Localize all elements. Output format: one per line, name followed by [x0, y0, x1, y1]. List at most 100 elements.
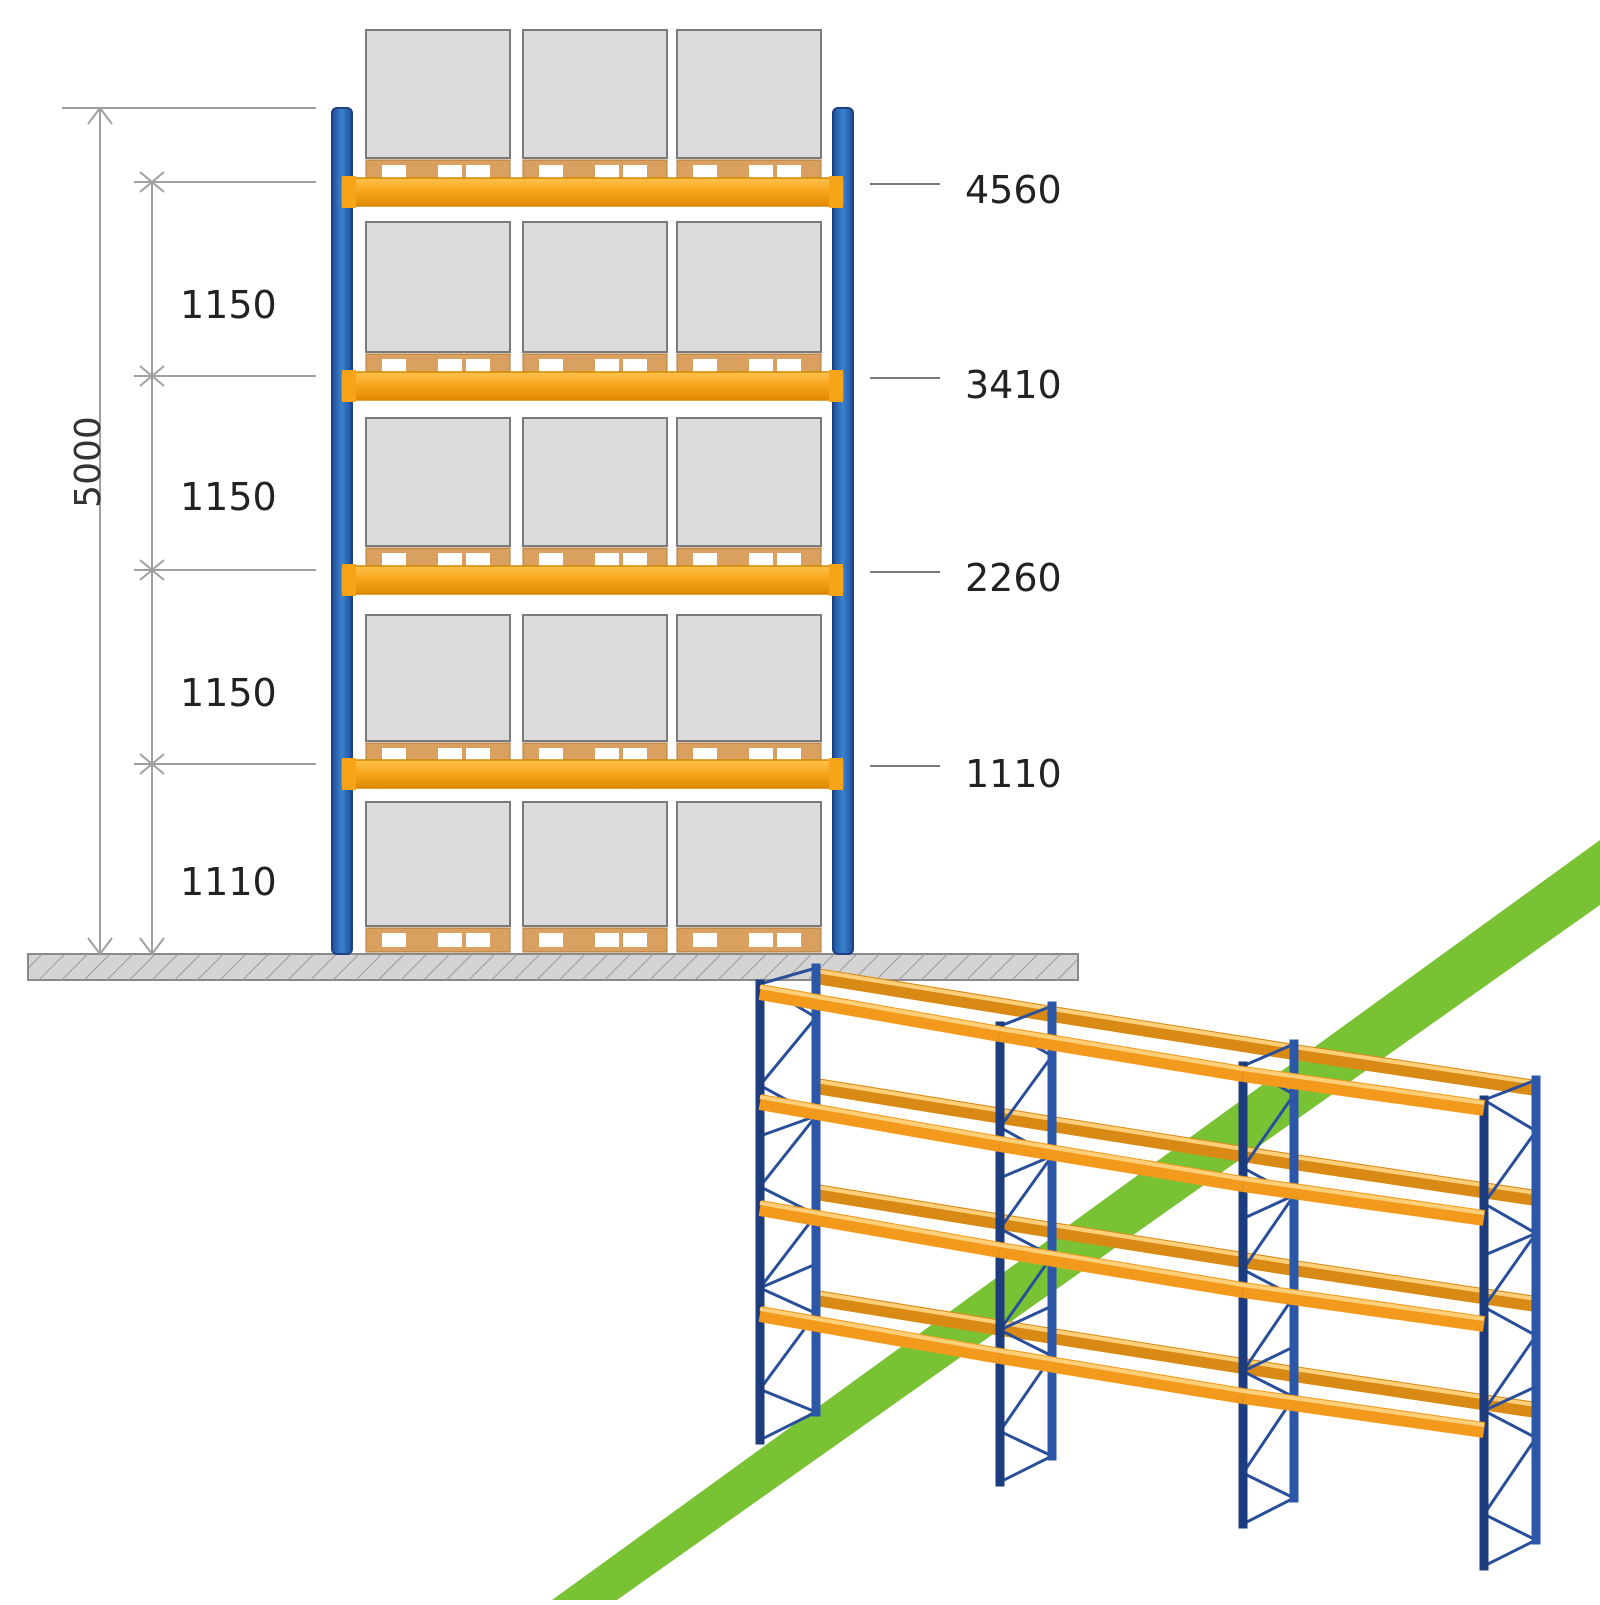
pallet-load — [676, 801, 822, 953]
rear-beam — [1050, 1006, 1296, 1060]
pallet-load — [676, 417, 822, 573]
load-box — [676, 801, 822, 927]
frame-bracing — [1481, 1098, 1539, 1542]
pallet-opening — [438, 165, 462, 179]
spacing-label-1: 1110 — [180, 860, 277, 904]
elevation-label-4560: 4560 — [965, 168, 1062, 212]
pallet-opening — [693, 359, 717, 373]
beam-highlight — [1293, 1367, 1537, 1407]
front-beam — [758, 984, 1002, 1042]
pallet-load — [676, 29, 822, 185]
pallet-opening — [438, 748, 462, 762]
frame-horizontal — [1483, 1078, 1537, 1102]
load-box — [365, 29, 511, 159]
pallet-opening — [595, 748, 619, 762]
frame-horizontal — [759, 1262, 817, 1290]
beam — [341, 177, 844, 207]
pallet-load — [365, 614, 511, 768]
pallet-opening — [749, 165, 773, 179]
pallet-opening — [382, 748, 406, 762]
frame-horizontal — [1242, 1193, 1295, 1221]
beam-highlight — [1242, 1177, 1485, 1215]
frame-horizontal — [1242, 1042, 1295, 1068]
beam-highlight — [815, 1079, 1053, 1121]
frame-horizontal — [999, 1304, 1053, 1332]
pallet-opening — [595, 553, 619, 567]
frame-horizontal — [1483, 1538, 1537, 1568]
beam-highlight — [815, 1185, 1053, 1227]
load-box — [522, 801, 668, 927]
frame-horizontal — [1242, 1496, 1295, 1526]
pallet-opening — [693, 748, 717, 762]
rear-beam — [814, 1184, 1054, 1238]
front-beam — [998, 1348, 1245, 1404]
tick-mark — [139, 365, 165, 387]
total-height-label: 5000 — [68, 416, 109, 508]
arrow-head — [87, 106, 113, 125]
pallet-opening — [466, 553, 490, 567]
beam-connector — [342, 758, 356, 790]
load-box — [522, 614, 668, 742]
frame-bracing — [997, 1024, 1055, 1458]
pallet-opening — [438, 553, 462, 567]
rear-beam — [814, 1078, 1054, 1132]
beam-connector — [829, 176, 843, 208]
pallet-opening — [623, 933, 647, 947]
beam-highlight — [1242, 1283, 1485, 1321]
beam-highlight — [815, 969, 1053, 1011]
pallet-opening — [595, 165, 619, 179]
pallet-load — [522, 221, 668, 379]
tick-mark — [139, 753, 165, 775]
frame-horizontal — [999, 1154, 1053, 1180]
rear-beam — [1292, 1044, 1538, 1096]
pallet-load — [365, 417, 511, 573]
pallet-load — [522, 417, 668, 573]
beam — [341, 565, 844, 595]
pallet-opening — [749, 933, 773, 947]
frame-horizontal — [1242, 1345, 1295, 1373]
load-box — [676, 29, 822, 159]
beam-highlight — [759, 1095, 1001, 1141]
beam-highlight — [999, 1243, 1244, 1287]
beam-highlight — [759, 1201, 1001, 1247]
pallet-opening — [693, 553, 717, 567]
pallet-load — [365, 221, 511, 379]
dimension-lines — [62, 106, 940, 956]
pallet-opening — [438, 359, 462, 373]
frame-horizontal — [759, 1114, 817, 1138]
rear-beam — [1292, 1154, 1538, 1206]
pallet-opening — [623, 553, 647, 567]
beam-connector — [342, 564, 356, 596]
load-box — [365, 614, 511, 742]
beam-highlight — [1051, 1007, 1295, 1049]
elevation-label-1110: 1110 — [965, 752, 1062, 796]
rear-beam — [1292, 1260, 1538, 1312]
beam-highlight — [1051, 1329, 1295, 1371]
pallet-load — [522, 29, 668, 185]
elevation-label-2260: 2260 — [965, 556, 1062, 600]
pallet-opening — [749, 748, 773, 762]
frame-bracing — [1240, 1064, 1297, 1500]
front-beam — [758, 1306, 1002, 1364]
beam-highlight — [759, 1307, 1001, 1353]
pallet-opening — [595, 359, 619, 373]
pallet-opening — [693, 933, 717, 947]
arrow-head — [139, 937, 165, 956]
pallet-opening — [382, 165, 406, 179]
pallet-opening — [466, 748, 490, 762]
pallet-opening — [749, 359, 773, 373]
pallet-opening — [777, 933, 801, 947]
front-beam — [758, 1200, 1002, 1258]
pallet-opening — [466, 359, 490, 373]
rear-beam — [814, 1290, 1054, 1344]
pallet-opening — [777, 748, 801, 762]
load-box — [522, 221, 668, 353]
load-box — [676, 417, 822, 547]
front-beam — [1241, 1282, 1486, 1332]
spacing-label-3: 1150 — [180, 475, 277, 519]
pallet-opening — [623, 359, 647, 373]
pallet-opening — [749, 553, 773, 567]
front-beam — [998, 1026, 1245, 1082]
